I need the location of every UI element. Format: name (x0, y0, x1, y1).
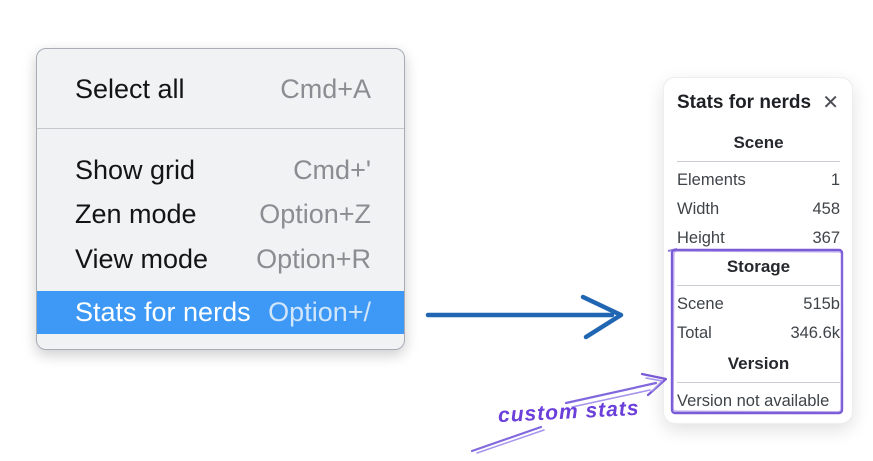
menu-item-label: Zen mode (75, 198, 197, 229)
stat-row-width: Width 458 (677, 195, 840, 224)
menu-item-shortcut: Option+R (256, 243, 371, 274)
section-heading-storage: Storage (726, 257, 791, 276)
stat-row-elements: Elements 1 (677, 166, 840, 195)
stats-panel-title: Stats for nerds (677, 92, 812, 113)
menu-item-shortcut: Option+Z (259, 198, 371, 229)
stat-value: 1 (830, 171, 840, 189)
menu-item-zen-mode[interactable]: Zen mode Option+Z (37, 190, 404, 238)
stat-row-scene-size: Scene 515b (677, 290, 840, 319)
menu-item-show-grid[interactable]: Show grid Cmd+' (37, 146, 404, 194)
section-divider (677, 382, 840, 383)
section-divider (677, 285, 840, 286)
section-heading-scene: Scene (733, 133, 784, 152)
stat-label: Scene (677, 295, 724, 313)
context-menu: Select all Cmd+A Show grid Cmd+' Zen mod… (36, 48, 405, 350)
purple-underline-stroke (470, 425, 545, 454)
menu-item-label: Stats for nerds (75, 297, 251, 327)
stat-label: Elements (677, 171, 746, 189)
menu-item-stats-for-nerds[interactable]: Stats for nerds Option+/ (37, 291, 404, 334)
menu-item-shortcut: Cmd+A (280, 73, 371, 104)
blue-arrow (425, 294, 624, 340)
menu-item-select-all[interactable]: Select all Cmd+A (37, 65, 404, 113)
section-divider (677, 161, 840, 162)
stat-value: 346.6k (790, 324, 840, 342)
version-note-text: Version not available (677, 392, 830, 410)
stats-panel-header: Stats for nerds ✕ (677, 90, 840, 116)
stat-label: Total (677, 324, 712, 342)
menu-item-shortcut: Cmd+' (293, 154, 371, 185)
stats-panel: Stats for nerds ✕ Scene Elements 1 Width… (663, 77, 853, 424)
menu-divider (37, 128, 404, 129)
stat-value: 367 (812, 229, 840, 247)
stat-value: 458 (812, 200, 840, 218)
menu-item-shortcut: Option+/ (268, 297, 371, 327)
custom-stats-label: custom stats (497, 396, 641, 428)
version-note: Version not available (677, 387, 840, 416)
section-heading-version: Version (727, 354, 790, 373)
menu-item-view-mode[interactable]: View mode Option+R (37, 235, 404, 283)
stat-row-total-size: Total 346.6k (677, 319, 840, 348)
menu-item-label: View mode (75, 243, 209, 274)
stat-row-height: Height 367 (677, 224, 840, 253)
stat-label: Height (677, 229, 725, 247)
menu-item-label: Show grid (75, 154, 196, 185)
stat-value: 515b (803, 295, 840, 313)
stat-label: Width (677, 200, 720, 218)
close-icon[interactable]: ✕ (822, 92, 839, 114)
menu-item-label: Select all (75, 73, 185, 104)
